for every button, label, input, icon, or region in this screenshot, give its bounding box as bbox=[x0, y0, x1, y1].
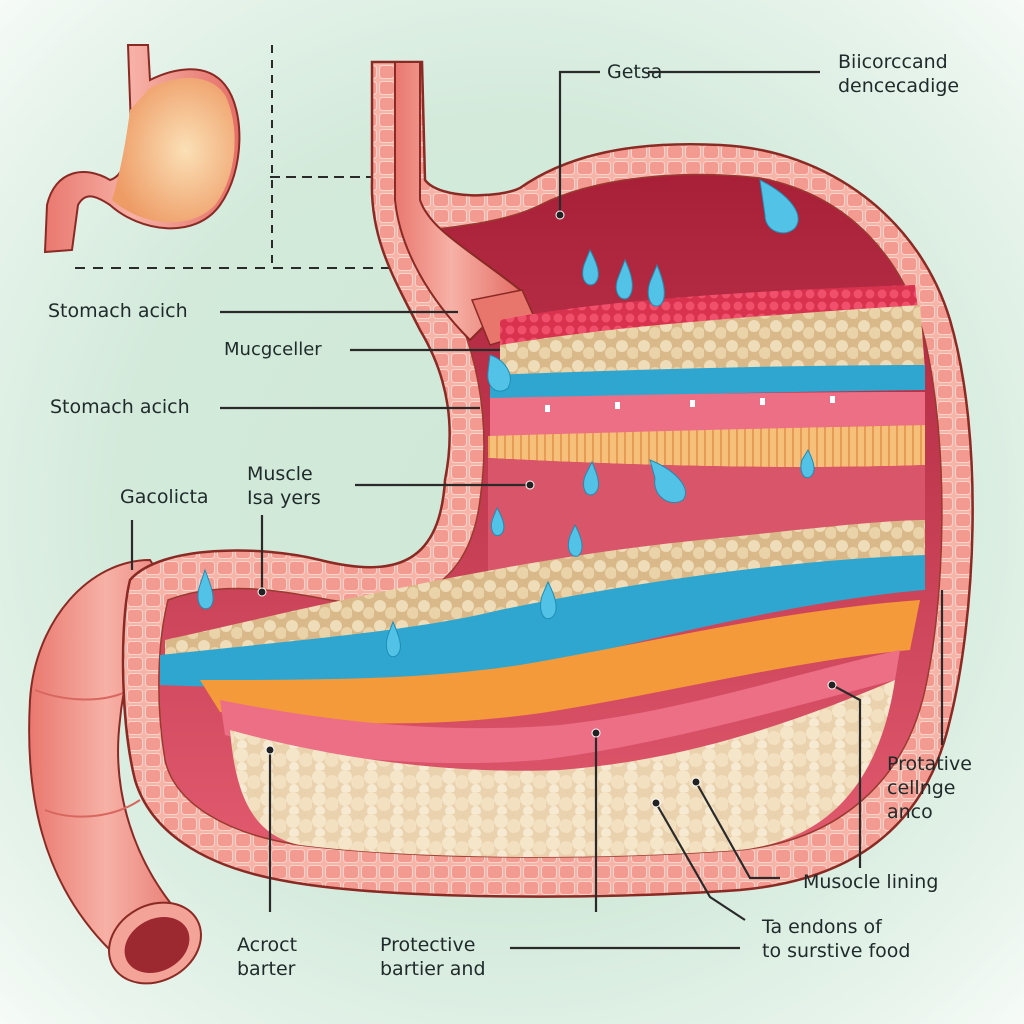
label-line: Muscle bbox=[247, 463, 313, 485]
label-muscle-layers: Muscle Isa yers bbox=[247, 462, 357, 510]
label-protective-cells: Protative cellnge anco bbox=[887, 752, 1017, 824]
label-line: dencecadige bbox=[838, 75, 960, 97]
label-line: Isa yers bbox=[247, 487, 321, 509]
label-line: barter bbox=[237, 958, 296, 980]
label-line: Protative bbox=[887, 753, 972, 775]
label-line: bartier and bbox=[380, 958, 486, 980]
label-protective-barrier: Protective bartier and bbox=[380, 933, 520, 981]
label-stomach-acid-1: Stomach acich bbox=[48, 300, 188, 322]
label-acroct-barter: Acroct barter bbox=[237, 933, 337, 981]
label-line: cellnge bbox=[887, 777, 956, 799]
label-line: anco bbox=[887, 801, 933, 823]
label-line: Acroct bbox=[237, 934, 298, 956]
label-gacolicta: Gacolicta bbox=[120, 486, 209, 508]
label-bicarbonate: Biicorccand dencecadige bbox=[838, 50, 1008, 98]
whole-stomach-inset bbox=[43, 44, 241, 254]
label-stomach-acid-2: Stomach acich bbox=[50, 396, 190, 418]
label-line: Protective bbox=[380, 934, 476, 956]
label-tendons-food: Ta endons of to surstive food bbox=[762, 915, 1002, 963]
label-mucous-cells: Mucgceller bbox=[224, 339, 322, 360]
label-line: to surstive food bbox=[762, 940, 911, 962]
label-getsa: Getsa bbox=[607, 61, 663, 83]
leader-dots bbox=[257, 210, 837, 808]
label-line: Biicorccand bbox=[838, 51, 948, 73]
label-muscle-lining: Musocle lining bbox=[803, 871, 939, 893]
acid-droplets bbox=[197, 179, 815, 658]
label-line: Ta endons of bbox=[762, 916, 882, 938]
leader-lines bbox=[130, 70, 944, 950]
dashed-guides bbox=[75, 45, 400, 269]
